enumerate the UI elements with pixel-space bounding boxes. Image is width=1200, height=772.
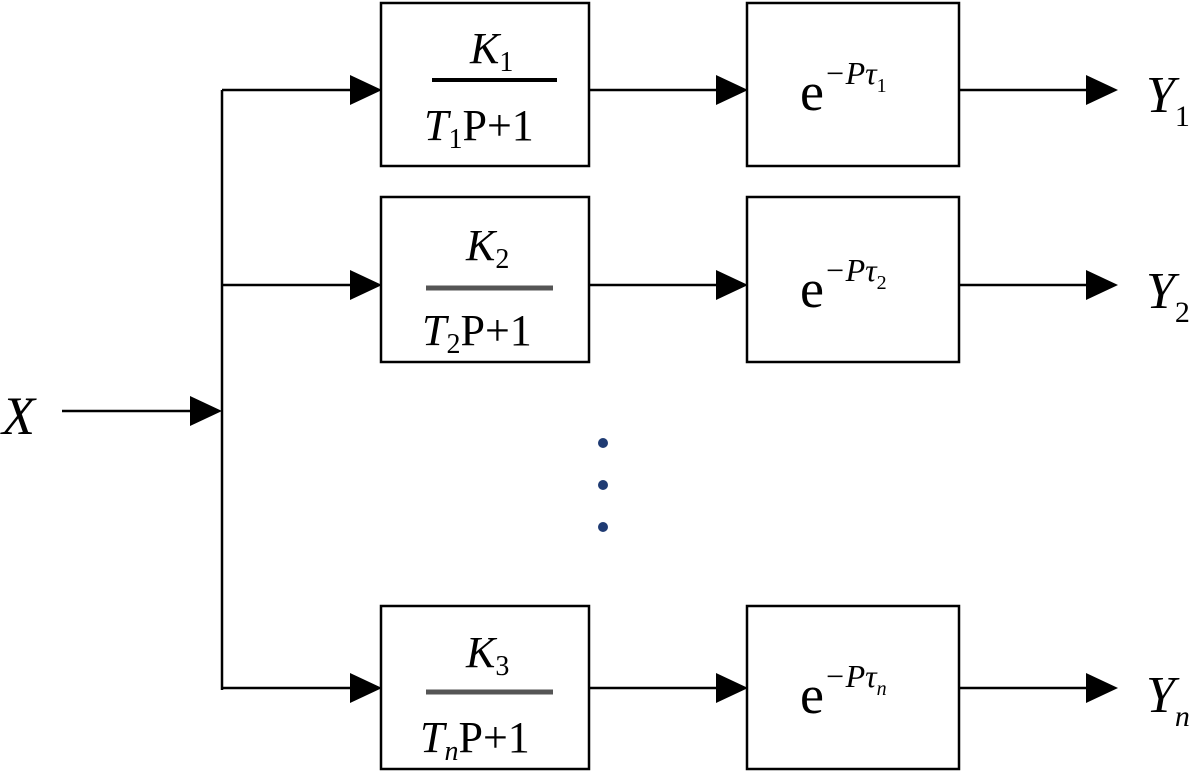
branch-1-denominator: T1P+1: [424, 101, 534, 155]
branch-n-denominator: TnP+1: [420, 713, 530, 767]
ellipsis-dot: [598, 438, 608, 448]
branch-2-delay-block: [745, 195, 961, 364]
branch-2-output-arrowhead: [1086, 270, 1118, 300]
vertical-ellipsis: [598, 438, 608, 532]
branch-2-transfer-block: [379, 195, 591, 364]
branch-1-delay-block: [745, 1, 961, 168]
branch-n-output-arrowhead: [1086, 673, 1118, 703]
branch-n: K3 TnP+1 e−Pτn Yn: [222, 604, 1190, 771]
branch-1-transfer-block: [379, 1, 591, 168]
branch-1-output-arrowhead: [1086, 75, 1118, 105]
input-arrowhead: [190, 396, 222, 426]
branch-1-mid-arrowhead: [716, 75, 748, 105]
branch-n-delay: e−Pτn: [800, 658, 887, 725]
branch-1-gain: K1: [469, 24, 513, 78]
branch-2-output-label: Y2: [1146, 263, 1190, 329]
ellipsis-dot: [598, 522, 608, 532]
branch-1-delay: e−Pτ1: [800, 55, 887, 122]
branch-n-mid-arrowhead: [716, 673, 748, 703]
branch-n-output-label: Yn: [1146, 667, 1190, 733]
ellipsis-dot: [598, 480, 608, 490]
branch-1-output-label: Y1: [1146, 67, 1190, 133]
branch-n-gain: K3: [465, 628, 509, 682]
branch-2-mid-arrowhead: [716, 270, 748, 300]
input-label: X: [0, 386, 37, 446]
branch-n-delay-block: [745, 604, 961, 771]
branch-1: K1 T1P+1 e−Pτ1 Y1: [222, 1, 1190, 168]
branch-2: K2 T2P+1 e−Pτ2 Y2: [222, 195, 1190, 364]
branch-2-denominator: T2P+1: [422, 306, 532, 360]
branch-2-feed-arrowhead: [350, 270, 382, 300]
branch-2-delay: e−Pτ2: [800, 252, 887, 319]
branch-n-feed-arrowhead: [350, 673, 382, 703]
branch-n-transfer-block: [379, 604, 591, 771]
branch-2-gain: K2: [465, 221, 509, 275]
branch-1-feed-arrowhead: [350, 75, 382, 105]
